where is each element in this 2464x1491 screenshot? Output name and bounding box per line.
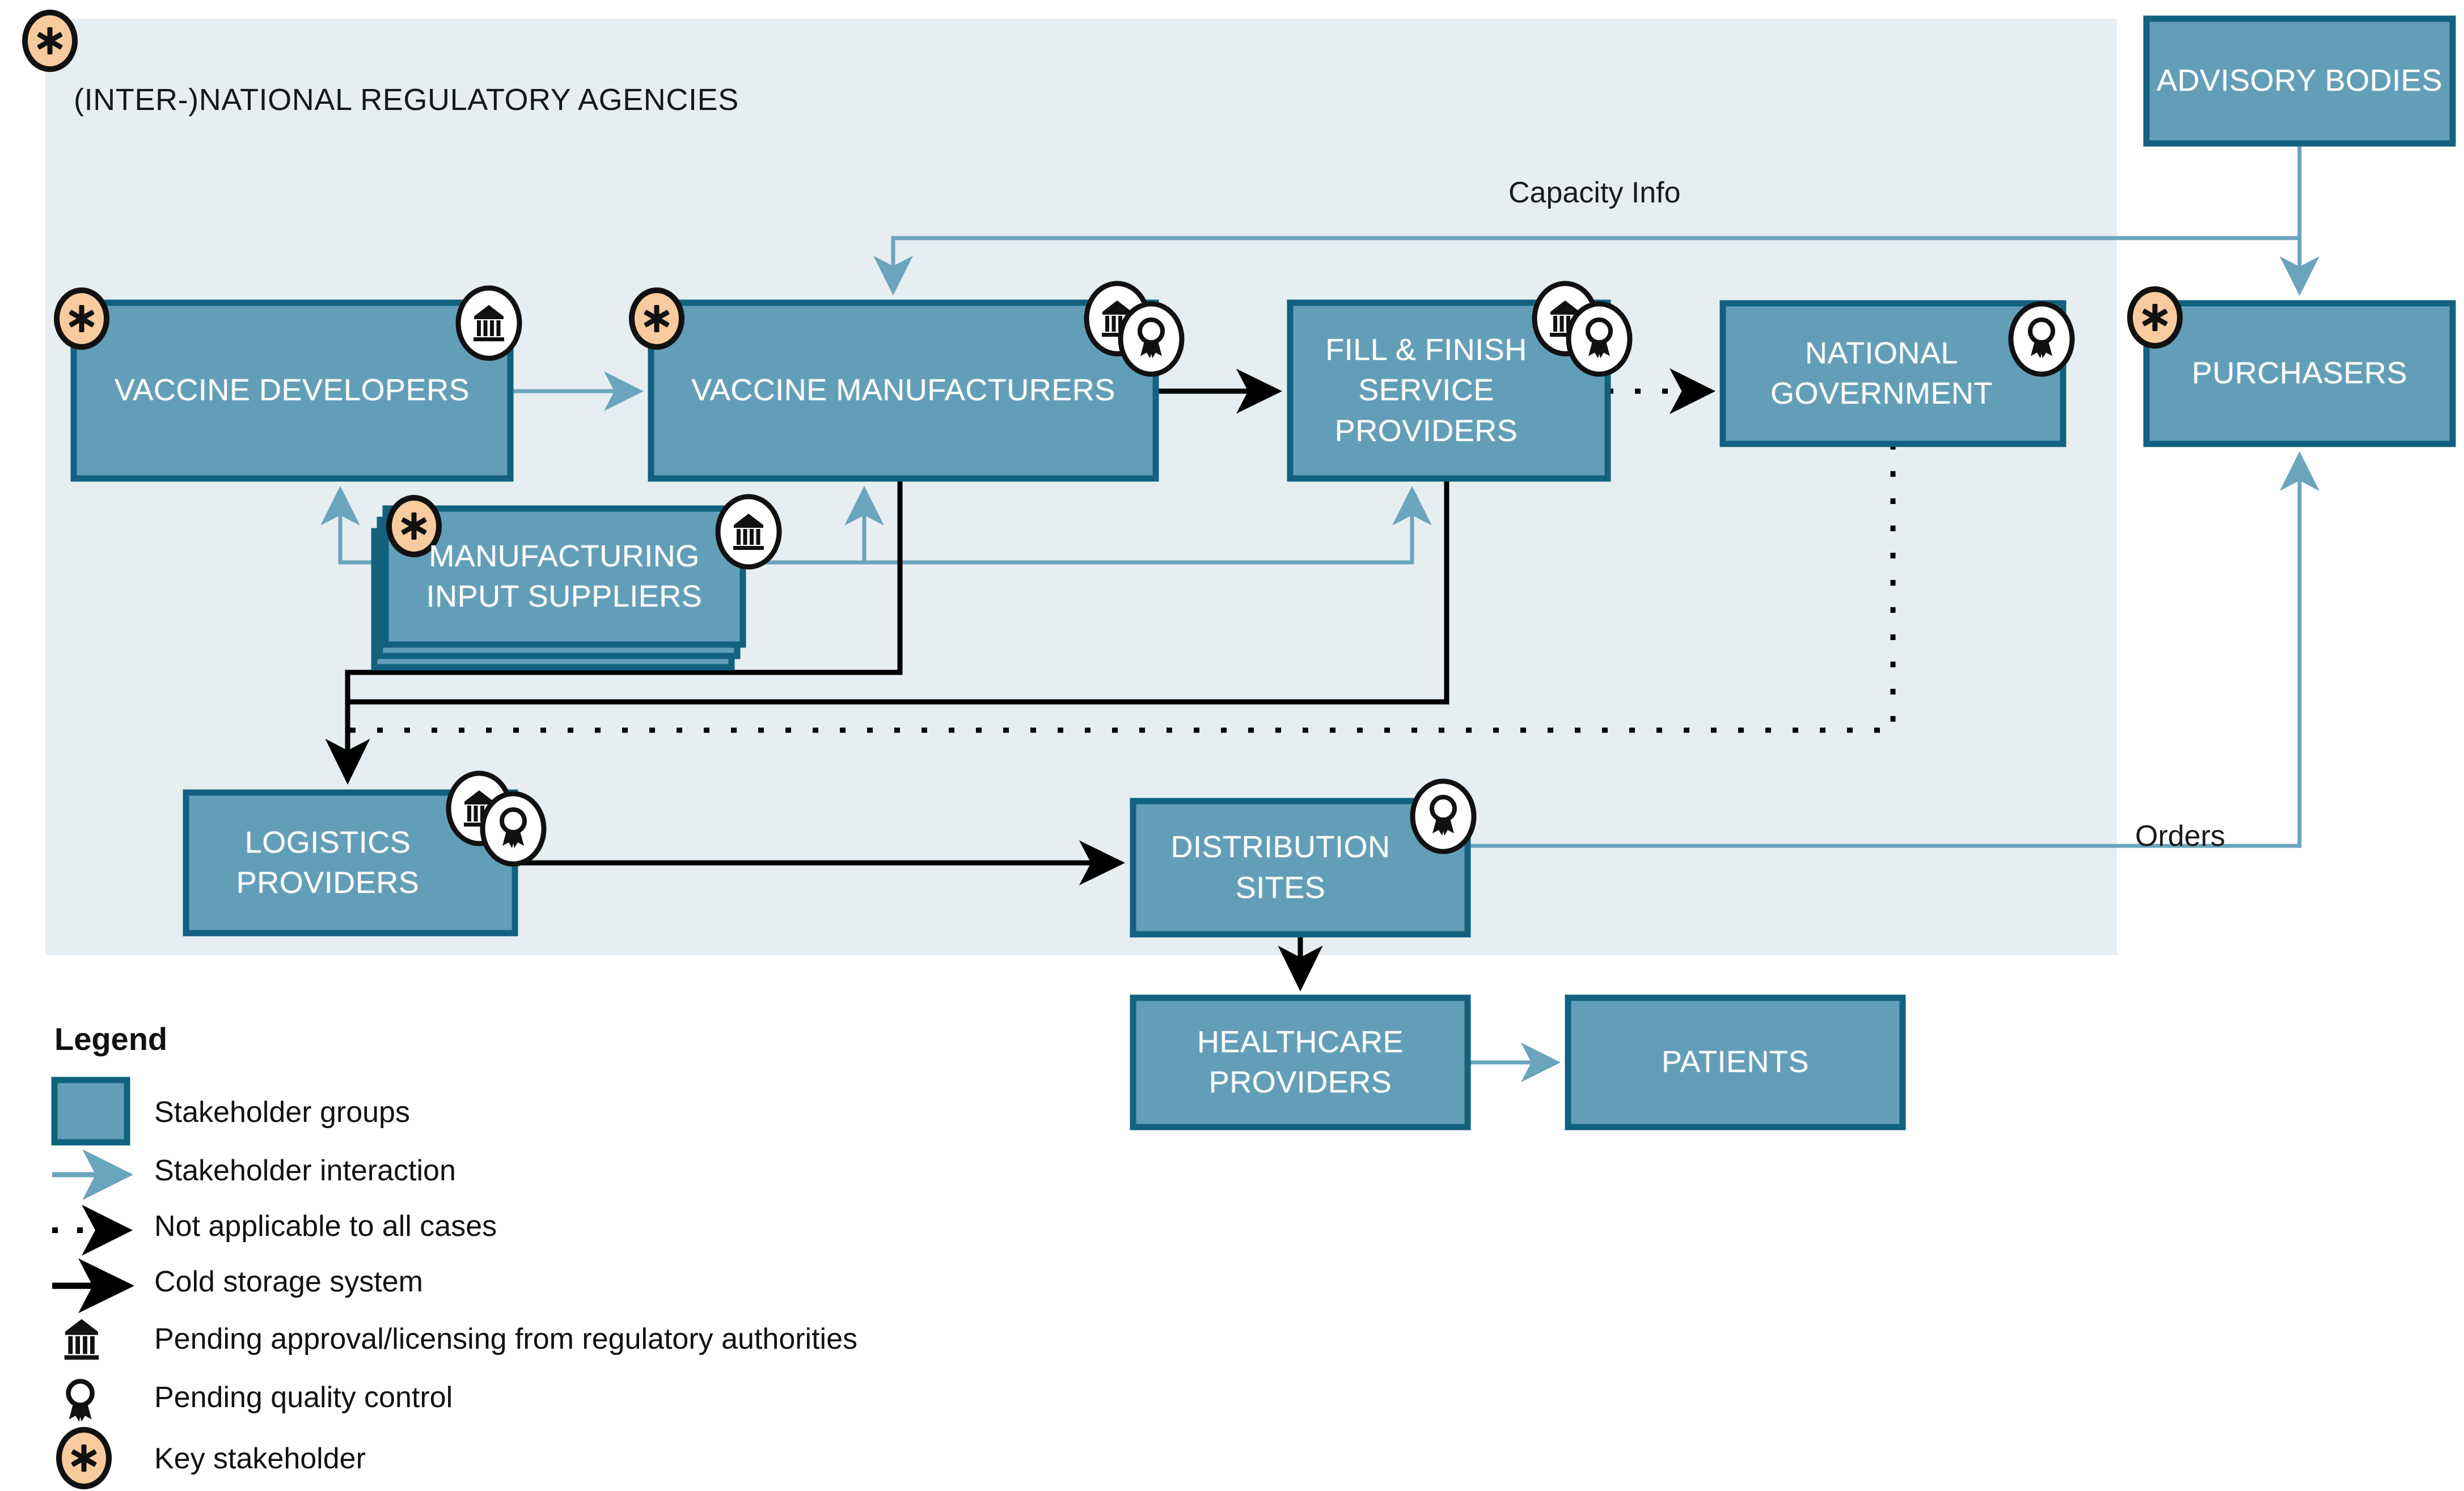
node-rects	[70, 15, 2456, 1130]
edge-fillfinish-to-logistics	[348, 478, 1449, 705]
node-rect-vaccine-developers	[70, 299, 514, 482]
badge-quality-ribbon-icon-fill-finish-service-providers	[1566, 301, 1633, 377]
edge-manufacturers-to-logistics	[325, 478, 903, 785]
legend-label-cold-storage-system: Cold storage system	[154, 1265, 423, 1298]
legend-stakeholder-swatch-icon	[51, 1077, 130, 1146]
legend-label-key-stakeholder: Key stakeholder	[154, 1442, 366, 1475]
node-rect-national-government	[1719, 300, 2066, 447]
legend-quality-ribbon-icon	[69, 1381, 92, 1421]
key-stakeholder-icon-vaccine-manufacturers	[629, 287, 684, 350]
legend-graphics	[51, 1077, 134, 1489]
legend-regulatory-building-icon	[64, 1319, 99, 1360]
badge-quality-ribbon-icon-distribution-sites	[1410, 778, 1477, 854]
cold-storage-edges	[325, 368, 1449, 992]
key-stakeholder-icon-manufacturing-input-suppliers	[386, 495, 442, 557]
key-stakeholder-icon-purchasers	[2127, 286, 2183, 349]
legend-title: Legend	[54, 1021, 168, 1057]
key-stakeholder-icon-vaccine-developers	[54, 287, 109, 350]
not-applicable-edges	[348, 368, 1896, 733]
legend-label-stakeholder-groups: Stakeholder groups	[154, 1096, 410, 1129]
edge-suppliers-to-fillfinish	[743, 486, 1432, 565]
badge-quality-ribbon-icon-vaccine-manufacturers	[1118, 301, 1185, 377]
legend-label-stakeholder-interaction: Stakeholder interaction	[154, 1154, 456, 1187]
legend-key-stakeholder-icon	[56, 1427, 112, 1489]
node-rect-manufacturing-input-suppliers	[382, 505, 746, 648]
node-rect-patients	[1565, 994, 1906, 1130]
node-badges	[446, 281, 2075, 867]
panel-title: (INTER-)NATIONAL REGULATORY AGENCIES	[74, 83, 739, 117]
edge-label-capacity-info: Capacity Info	[1508, 176, 1681, 209]
badge-regulatory-building-icon-manufacturing-input-suppliers	[715, 494, 782, 570]
edge-purchasers-to-manufacturers-capacity	[873, 236, 2300, 295]
node-rect-purchasers	[2143, 300, 2456, 447]
legend-label-pending-approval-licensing: Pending approval/licensing from regulato…	[154, 1323, 858, 1356]
node-rect-advisory-bodies	[2143, 15, 2456, 147]
key-stakeholder-badges	[22, 10, 2183, 557]
edge-distribution-to-purchasers-orders	[1468, 451, 2319, 848]
badge-quality-ribbon-icon-logistics-providers	[480, 791, 547, 867]
legend-label-pending-quality-control: Pending quality control	[154, 1381, 453, 1414]
key-stakeholder-icon-panel	[22, 10, 78, 72]
badge-regulatory-building-icon-vaccine-developers	[455, 285, 522, 361]
stakeholder-interaction-edges	[320, 143, 2319, 1082]
badge-quality-ribbon-icon-national-government	[2008, 301, 2075, 377]
node-rect-healthcare-providers	[1130, 994, 1471, 1130]
edge-label-orders: Orders	[2135, 820, 2225, 853]
legend-label-not-applicable-to-all-cases: Not applicable to all cases	[154, 1210, 497, 1243]
node-rect-vaccine-manufacturers	[648, 299, 1159, 482]
